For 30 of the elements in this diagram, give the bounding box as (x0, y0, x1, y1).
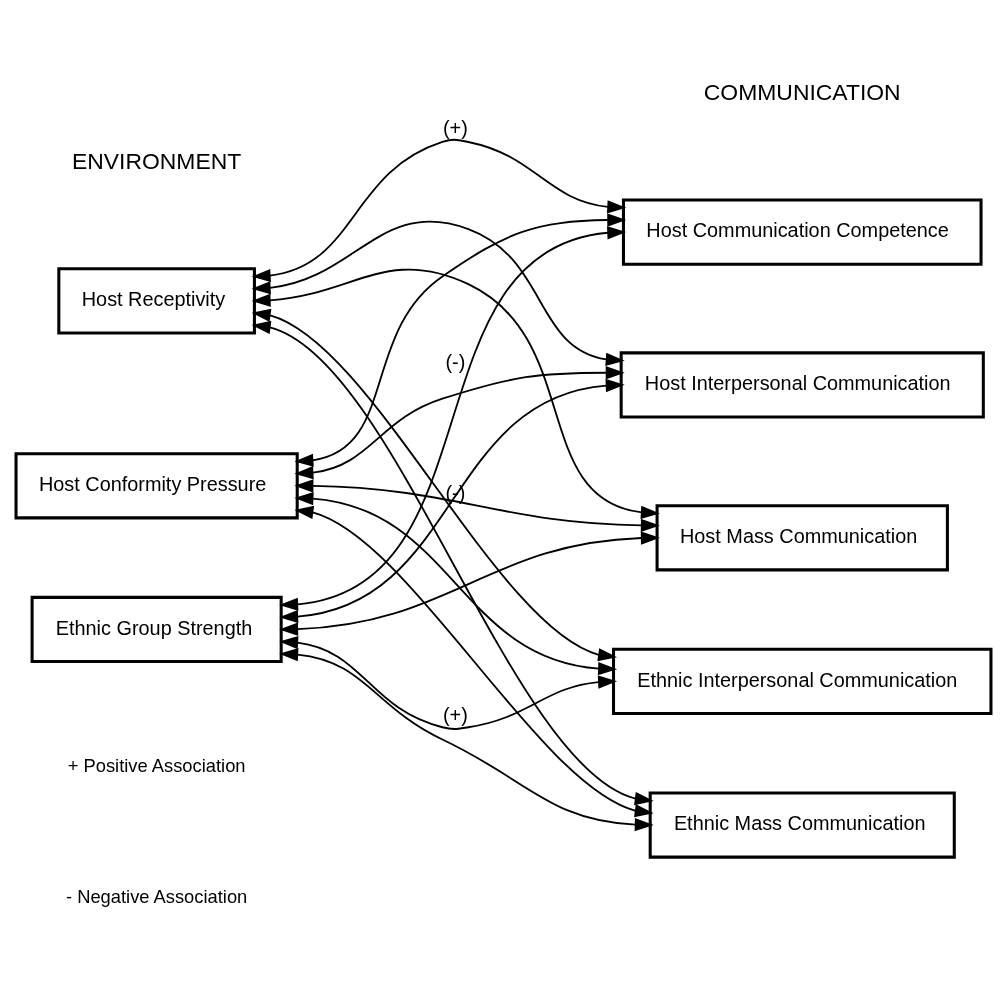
node-box: Host Mass Communication (655, 503, 949, 571)
arrow (294, 478, 660, 532)
node-box: Host Communication Competence (621, 198, 983, 266)
arrow (294, 212, 627, 467)
arrow (279, 378, 625, 623)
edge-label: (+) (442, 116, 468, 139)
arrow (294, 505, 654, 817)
arrow (279, 647, 654, 831)
node-box: Host Conformity Pressure (14, 451, 299, 519)
node-box: Ethnic Mass Communication (648, 790, 956, 859)
edge-label: (-) (445, 350, 466, 373)
label: + Positive Association (67, 754, 246, 776)
arrow (251, 308, 618, 661)
arrow (251, 320, 654, 805)
label: ENVIRONMENT (72, 147, 242, 174)
edge-label: (+) (442, 703, 468, 726)
arrow (251, 268, 660, 519)
node-box: Ethnic Interpersonal Communication (612, 647, 993, 715)
arrow (279, 635, 618, 730)
arrow (294, 365, 625, 479)
arrow (251, 138, 627, 282)
arrow (294, 491, 618, 675)
label: COMMUNICATION (703, 78, 901, 105)
label: - Negative Association (65, 885, 248, 907)
node-box: Host Interpersonal Communication (619, 350, 985, 419)
node-box: Ethnic Group Strength (30, 595, 283, 663)
arrow (251, 220, 625, 366)
node-box: Host Receptivity (57, 266, 256, 335)
arrow (279, 225, 627, 611)
arrow (279, 530, 660, 636)
